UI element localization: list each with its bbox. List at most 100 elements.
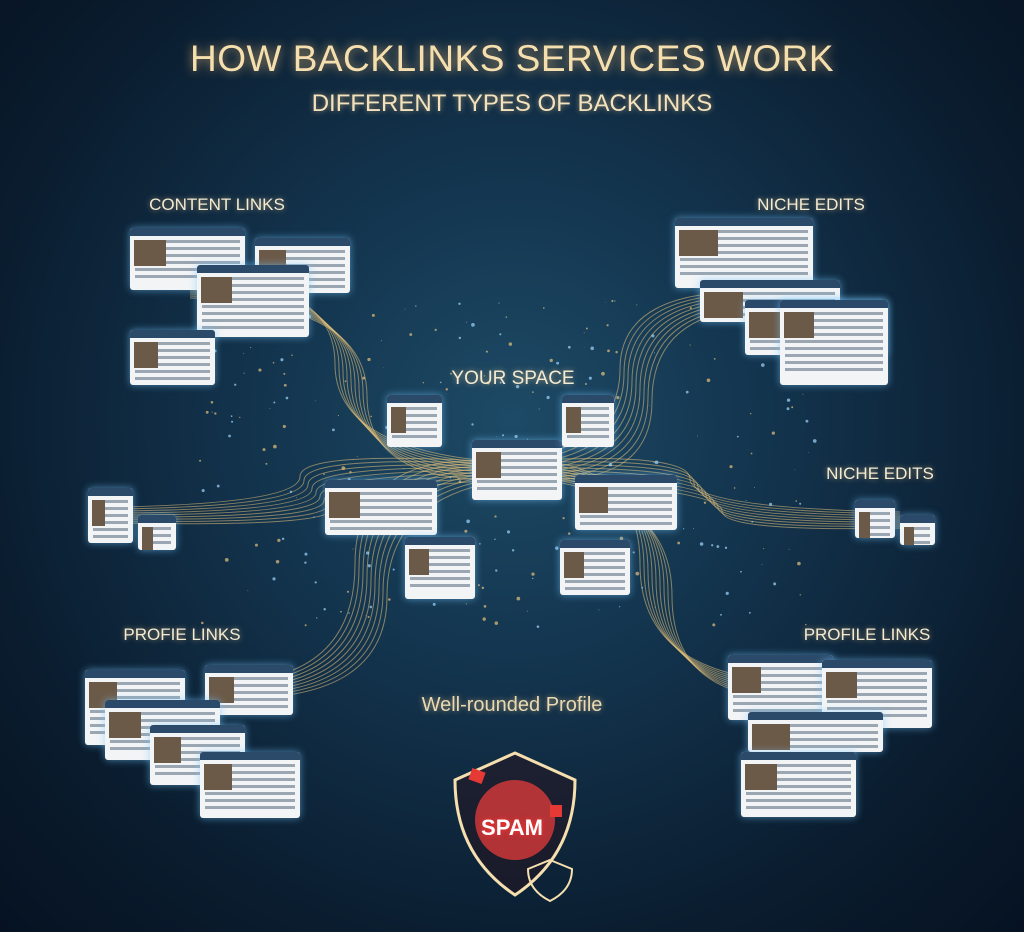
link-strand <box>229 462 504 685</box>
network-node <box>404 308 406 310</box>
label-profile-links-left: PROFIE LINKS <box>123 625 241 644</box>
network-node <box>584 382 587 386</box>
network-node <box>751 520 754 523</box>
webpage-thumbnail <box>472 440 562 500</box>
network-node <box>619 536 624 541</box>
link-strand <box>119 464 507 512</box>
network-node <box>234 383 237 386</box>
network-node <box>273 444 277 449</box>
network-node <box>415 305 417 307</box>
network-node <box>262 448 266 452</box>
network-node <box>720 613 722 616</box>
network-node <box>706 378 711 383</box>
link-strand <box>511 469 901 521</box>
webpage-thumbnail <box>741 752 856 817</box>
network-node <box>479 542 481 545</box>
network-node <box>745 500 747 502</box>
network-node <box>653 461 655 464</box>
network-node <box>585 327 588 330</box>
network-node <box>753 487 755 489</box>
network-node <box>224 557 229 562</box>
network-node <box>805 623 807 626</box>
network-node <box>562 517 565 520</box>
label-content-links: CONTENT LINKS <box>149 195 285 214</box>
link-strand <box>229 469 513 691</box>
network-node <box>499 333 502 336</box>
network-node <box>791 406 794 409</box>
link-strand <box>505 295 761 467</box>
network-node <box>367 564 371 568</box>
network-node <box>277 538 281 543</box>
link-strand <box>505 464 901 517</box>
webpage-thumbnail <box>387 395 442 447</box>
network-node <box>323 473 325 475</box>
network-node <box>258 368 262 372</box>
network-node <box>588 376 592 380</box>
network-node <box>485 350 488 353</box>
network-node <box>388 598 391 601</box>
network-node <box>313 516 315 518</box>
network-node <box>486 381 490 385</box>
network-node <box>542 307 545 309</box>
webpage-thumbnail <box>88 488 133 543</box>
network-node <box>285 396 289 400</box>
network-node <box>494 538 496 541</box>
network-node <box>466 519 470 524</box>
network-node <box>280 358 284 362</box>
well-rounded-profile-caption: Well-rounded Profile <box>421 694 603 716</box>
network-node <box>281 537 285 541</box>
network-node <box>812 439 817 443</box>
network-node <box>505 316 508 318</box>
network-node <box>216 484 220 488</box>
network-node <box>369 605 373 609</box>
network-node <box>605 302 607 303</box>
network-node <box>482 617 486 621</box>
network-node <box>654 607 656 608</box>
network-node <box>471 423 474 426</box>
network-node <box>371 313 375 317</box>
link-strand <box>229 460 501 683</box>
network-node <box>477 584 480 587</box>
network-node <box>514 434 518 439</box>
webpage-thumbnail <box>197 265 309 337</box>
link-strand <box>502 293 761 465</box>
network-node <box>481 586 485 590</box>
network-node <box>786 398 791 402</box>
network-node <box>353 458 355 460</box>
network-node <box>349 471 352 474</box>
network-node <box>583 332 585 334</box>
network-node <box>315 399 316 401</box>
network-node <box>449 476 452 479</box>
network-node <box>788 549 790 550</box>
link-strand <box>517 303 761 475</box>
network-node <box>713 358 716 360</box>
network-node <box>538 408 540 410</box>
network-node <box>526 438 528 440</box>
network-node <box>483 604 487 608</box>
network-node <box>283 372 286 375</box>
network-node <box>409 333 413 336</box>
network-node <box>199 459 202 462</box>
network-node <box>615 350 618 354</box>
network-node <box>697 435 699 437</box>
network-node <box>750 452 753 455</box>
network-node <box>382 629 383 630</box>
network-node <box>693 528 694 529</box>
network-node <box>362 376 366 380</box>
network-node <box>651 334 655 338</box>
network-node <box>316 617 318 619</box>
network-node <box>598 609 600 611</box>
network-node <box>495 569 498 572</box>
spam-label: SPAM <box>481 815 543 840</box>
network-node <box>685 390 689 394</box>
network-node <box>230 415 233 417</box>
network-node <box>632 551 635 554</box>
network-node <box>337 414 340 417</box>
network-node <box>283 383 287 387</box>
network-node <box>231 420 234 423</box>
network-node <box>295 496 297 498</box>
link-strand <box>229 475 522 697</box>
network-node <box>649 405 650 406</box>
network-node <box>653 352 655 354</box>
network-node <box>683 528 685 530</box>
